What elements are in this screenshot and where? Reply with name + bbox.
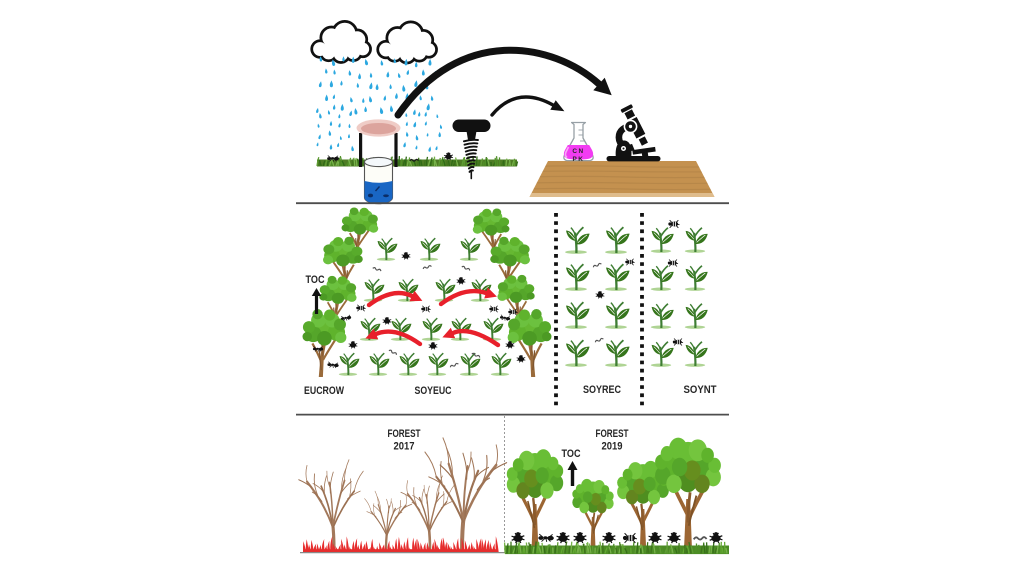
svg-text:TOC: TOC [562,448,581,460]
svg-text:SOYREC: SOYREC [583,384,621,396]
svg-text:EUCROW: EUCROW [304,385,344,397]
svg-text:FOREST: FOREST [596,428,629,440]
svg-text:SOYEUC: SOYEUC [415,385,452,397]
svg-text:FOREST: FOREST [388,428,421,440]
svg-text:PK: PK [573,156,585,163]
svg-text:CN: CN [572,148,584,155]
svg-text:TOC: TOC [306,274,325,286]
svg-text:2017: 2017 [394,441,415,453]
svg-text:2019: 2019 [602,441,623,453]
svg-text:SOYNT: SOYNT [684,384,717,396]
